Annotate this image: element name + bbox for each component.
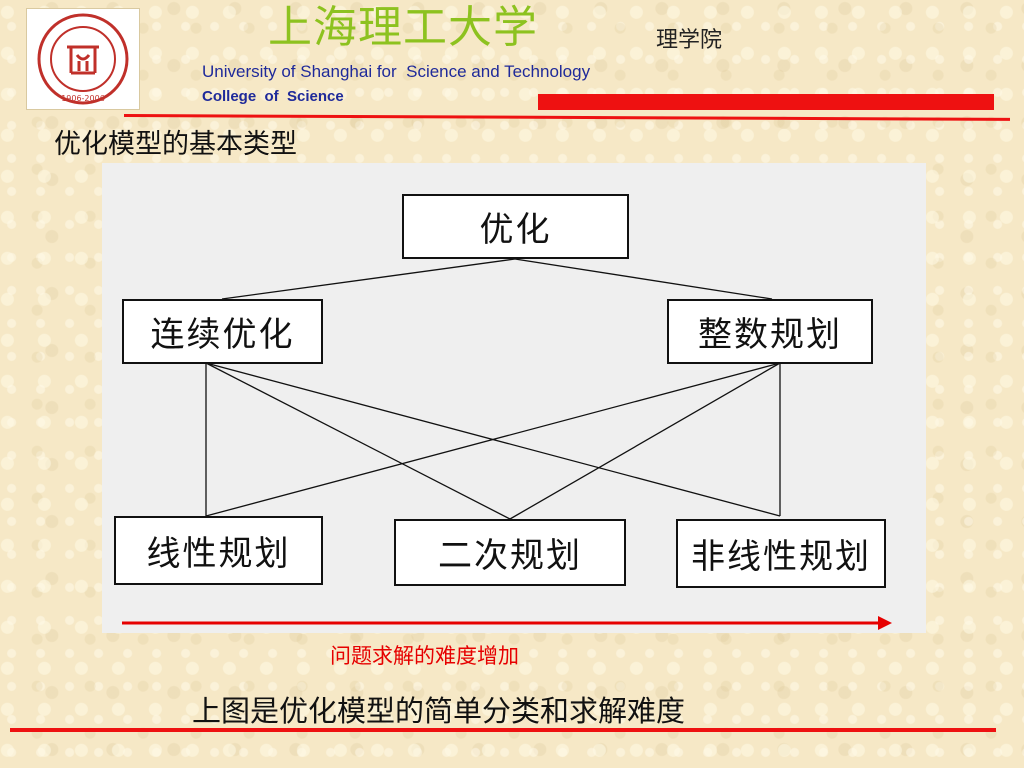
node-nonlinear-programming: 非线性规划 (676, 519, 886, 588)
header-red-bar (538, 94, 994, 110)
logo-years: 1906-2006 (61, 94, 105, 103)
college-name-cn: 理学院 (656, 28, 723, 53)
university-seal-icon: 1906-2006 (37, 13, 129, 105)
summary-caption: 上图是优化模型的简单分类和求解难度 (192, 694, 686, 728)
college-name-en: College of Science (202, 88, 344, 105)
university-name-cn: 上海理工大学 (268, 2, 538, 53)
footer-divider (10, 728, 996, 732)
node-optimization: 优化 (402, 194, 629, 259)
node-quadratic-programming: 二次规划 (394, 519, 626, 586)
slide-title: 优化模型的基本类型 (54, 129, 297, 160)
node-integer-programming: 整数规划 (667, 299, 873, 364)
header-divider (123, 114, 1010, 121)
arrow-head-icon (878, 616, 892, 630)
classification-diagram: 优化 连续优化 整数规划 线性规划 二次规划 非线性规划 (102, 163, 926, 633)
difficulty-caption: 问题求解的难度增加 (330, 644, 519, 668)
diagram-connectors (122, 258, 892, 630)
node-continuous-optimization: 连续优化 (122, 299, 323, 364)
node-linear-programming: 线性规划 (114, 516, 323, 585)
university-logo: 1906-2006 (26, 8, 140, 110)
university-name-en: University of Shanghai for Science and T… (202, 62, 591, 81)
